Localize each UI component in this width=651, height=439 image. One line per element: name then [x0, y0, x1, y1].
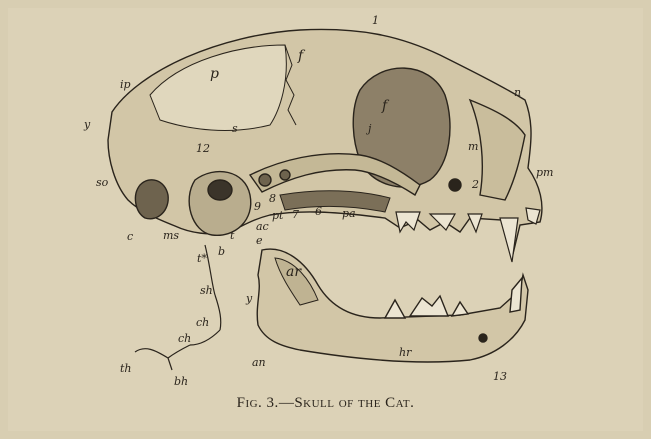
label-1: 1	[372, 14, 379, 27]
label-pm: pm	[536, 166, 553, 179]
upper-carnassial	[396, 212, 420, 232]
label-ip: ip	[120, 78, 131, 91]
label-12: 12	[196, 142, 210, 155]
label-ch-lower: ch	[178, 332, 191, 345]
lower-canine	[510, 278, 522, 312]
foramen-a	[259, 174, 271, 186]
label-9: 9	[254, 200, 261, 213]
caption-prefix: Fig. 3.	[237, 395, 279, 411]
upper-canine	[500, 218, 518, 262]
ceratohyal-2	[168, 345, 190, 358]
ceratohyal-1	[190, 330, 220, 345]
label-th: th	[120, 362, 132, 375]
label-c: c	[127, 230, 133, 243]
label-ac: ac	[256, 220, 269, 233]
label-bh: bh	[174, 375, 188, 388]
external-auditory-meatus	[208, 180, 232, 200]
label-s-squamosal: s	[232, 122, 238, 135]
label-sh: sh	[200, 284, 213, 297]
label-ms: ms	[163, 229, 179, 242]
label-e: e	[256, 234, 263, 247]
parietal	[150, 45, 286, 130]
basihyal	[168, 358, 172, 370]
label-6: 6	[315, 205, 322, 218]
infraorbital-foramen	[449, 179, 461, 191]
lower-carnassial-1	[385, 300, 405, 318]
label-an: an	[252, 356, 266, 369]
lower-premolar	[452, 302, 468, 316]
label-b: b	[218, 245, 225, 258]
label-so: so	[96, 176, 109, 189]
label-ch-upper: ch	[196, 316, 209, 329]
label-8: 8	[269, 192, 276, 205]
label-pt: pt	[272, 209, 284, 222]
label-p: p	[210, 66, 219, 82]
label-hr: hr	[399, 346, 412, 359]
label-y: y	[83, 118, 91, 131]
label-7: 7	[292, 208, 299, 221]
foramen-b	[280, 170, 290, 180]
occipital-condyle	[135, 180, 168, 219]
lower-carnassial-2	[410, 296, 448, 316]
epihyal	[215, 295, 221, 330]
hyoid-apparatus	[135, 245, 221, 370]
figure-caption: Fig. 3.—Skull of the Cat.	[0, 395, 651, 412]
label-n: n	[514, 86, 521, 99]
label-13: 13	[493, 370, 507, 383]
label-m: m	[468, 140, 478, 153]
label-y-mandible: y	[245, 292, 253, 305]
thyrohyal	[135, 349, 168, 358]
label-t: t	[230, 229, 235, 242]
label-t-star: t*	[197, 252, 207, 265]
label-ar: ar	[286, 264, 302, 280]
label-pa: pa	[342, 207, 356, 220]
caption-text: Skull of the Cat.	[294, 395, 414, 411]
upper-premolar-1	[468, 214, 482, 232]
label-2: 2	[471, 178, 479, 191]
mental-foramen	[479, 334, 487, 342]
